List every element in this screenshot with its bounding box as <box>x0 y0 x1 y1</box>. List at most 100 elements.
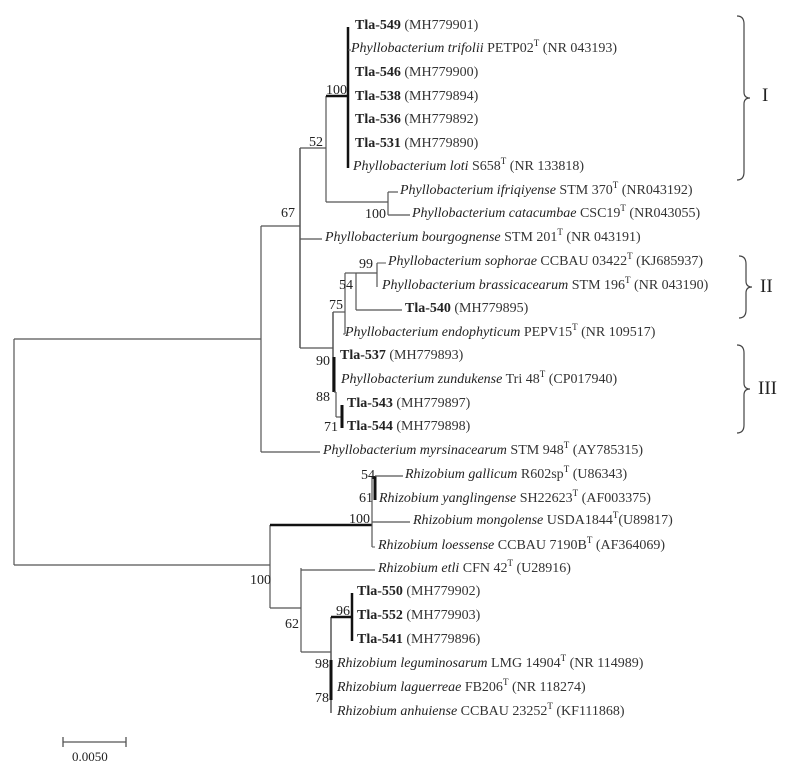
strain-accession: R602sp <box>517 467 564 482</box>
leaf-label: Tla-536 (MH779892) <box>355 112 478 128</box>
bootstrap-value: 100 <box>349 512 370 527</box>
leaf-label: Phyllobacterium ifriqiyense STM 370T (NR… <box>400 180 693 199</box>
bootstrap-value: 67 <box>281 206 295 221</box>
type-strain-mark: T <box>502 677 509 687</box>
bootstrap-value: 90 <box>316 354 330 369</box>
isolate-name: Tla-544 <box>347 419 393 434</box>
species-name: Phyllobacterium bourgognense <box>325 230 501 245</box>
scale-bar-label: 0.0050 <box>72 749 108 764</box>
type-strain-mark: T <box>563 440 570 450</box>
strain-accession: (MH779893) <box>385 348 464 363</box>
type-strain-mark: T <box>625 275 631 285</box>
bootstrap-value: 78 <box>315 691 329 706</box>
species-name: Rhizobium etli <box>378 561 460 576</box>
species-name: Rhizobium leguminosarum <box>337 656 488 671</box>
species-name: Rhizobium loessense <box>378 538 495 553</box>
type-strain-mark: T <box>547 701 553 711</box>
leaf-label: Tla-552 (MH779903) <box>357 608 480 624</box>
strain-accession: PEPV15 <box>520 325 573 340</box>
leaf-label: Phyllobacterium trifolii PETP02T (NR 043… <box>351 39 617 57</box>
strain-accession: (NR 118274) <box>508 680 586 695</box>
type-strain-mark: T <box>586 535 593 545</box>
leaf-label: Rhizobium gallicum R602spT (U86343) <box>405 464 627 483</box>
strain-accession: USDA1844 <box>543 513 613 528</box>
species-name: Phyllobacterium sophorae <box>388 254 537 269</box>
strain-accession: (CP017940) <box>545 372 618 387</box>
strain-accession: (AF003375) <box>578 491 651 506</box>
leaf-label: Rhizobium leguminosarum LMG 14904T (NR 1… <box>337 654 643 672</box>
type-strain-mark: T <box>500 156 507 166</box>
leaf-label: Rhizobium loessense CCBAU 7190BT (AF3640… <box>378 535 666 554</box>
species-name: Phyllobacterium catacumbae <box>412 206 577 221</box>
isolate-name: Tla-549 <box>355 18 401 33</box>
strain-accession: (MH779894) <box>400 89 479 104</box>
bootstrap-value: 75 <box>329 298 343 313</box>
type-strain-mark: T <box>627 251 633 261</box>
leaf-label: Tla-531 (MH779890) <box>355 136 478 152</box>
strain-accession: (NR 133818) <box>506 159 585 174</box>
strain-accession: CSC19 <box>576 206 621 221</box>
leaf-label: Rhizobium mongolense USDA1844T(U89817) <box>413 510 673 529</box>
strain-accession: (NR 043191) <box>562 230 641 245</box>
strain-accession: (MH779898) <box>392 419 471 434</box>
leaf-label: Phyllobacterium brassicacearum STM 196T … <box>382 275 709 294</box>
leaf-label: Tla-541 (MH779896) <box>357 632 480 648</box>
isolate-name: Tla-540 <box>405 301 451 316</box>
leaf-label: Rhizobium yanglingense SH22623T (AF00337… <box>379 489 651 507</box>
strain-accession: SH22623 <box>516 491 573 506</box>
bootstrap-value: 98 <box>315 657 329 672</box>
strain-accession: (U28916) <box>513 561 571 576</box>
leaf-label: Tla-543 (MH779897) <box>347 396 470 412</box>
leaf-label: Phyllobacterium sophorae CCBAU 03422T (K… <box>388 251 704 270</box>
type-strain-mark: T <box>507 558 514 568</box>
strain-accession: (AF364069) <box>592 538 666 553</box>
species-name: Rhizobium gallicum <box>405 467 518 482</box>
clade-label-ii: II <box>760 276 773 297</box>
leaf-label: Phyllobacterium endophyticum PEPV15T (NR… <box>345 322 656 341</box>
strain-accession: CCBAU 23252 <box>457 704 548 719</box>
species-name: Phyllobacterium ifriqiyense <box>400 183 556 198</box>
leaf-label: Phyllobacterium catacumbae CSC19T (NR043… <box>412 203 701 222</box>
strain-accession: (MH779896) <box>402 632 481 647</box>
isolate-name: Tla-543 <box>347 396 393 411</box>
isolate-name: Tla-531 <box>355 136 401 151</box>
bootstrap-value: 100 <box>250 573 271 588</box>
clade-bracket-ii <box>738 255 753 319</box>
isolate-name: Tla-546 <box>355 65 401 80</box>
clade-label-i: I <box>762 85 769 106</box>
isolate-name: Tla-537 <box>340 348 386 363</box>
type-strain-mark: T <box>612 180 619 190</box>
leaf-label: Phyllobacterium bourgognense STM 201T (N… <box>325 228 641 246</box>
species-name: Rhizobium mongolense <box>413 513 544 528</box>
species-name: Phyllobacterium loti <box>353 159 469 174</box>
strain-accession: STM 370 <box>555 183 613 198</box>
bootstrap-value: 71 <box>324 420 338 435</box>
type-strain-mark: T <box>612 510 619 520</box>
strain-accession: Tri 48 <box>502 372 540 387</box>
strain-accession: (NR043055) <box>625 206 701 221</box>
leaf-label: Phyllobacterium myrsinacearum STM 948T (… <box>323 440 643 459</box>
isolate-name: Tla-552 <box>357 608 403 623</box>
leaf-label: Tla-538 (MH779894) <box>355 89 478 105</box>
strain-accession: FB206 <box>461 680 503 695</box>
strain-accession: STM 196 <box>568 278 626 293</box>
species-name: Phyllobacterium zundukense <box>341 372 503 387</box>
strain-accession: (MH779903) <box>402 608 481 623</box>
isolate-name: Tla-538 <box>355 89 401 104</box>
type-strain-mark: T <box>572 322 578 332</box>
bootstrap-value: 96 <box>336 604 350 619</box>
type-strain-mark: T <box>620 203 626 213</box>
leaf-label: Phyllobacterium loti S658T (NR 133818) <box>353 156 585 175</box>
leaf-label: Tla-540 (MH779895) <box>405 301 528 317</box>
strain-accession: (NR 109517) <box>577 325 656 340</box>
type-strain-mark: T <box>563 464 570 474</box>
bootstrap-value: 62 <box>285 617 299 632</box>
leaf-label: Rhizobium laguerreae FB206T (NR 118274) <box>337 677 586 696</box>
species-name: Phyllobacterium endophyticum <box>345 325 521 340</box>
strain-accession: (KF111868) <box>552 704 625 719</box>
strain-accession: (KJ685937) <box>632 254 704 269</box>
strain-accession: (NR 043190) <box>630 278 709 293</box>
strain-accession: (MH779895) <box>450 301 529 316</box>
strain-accession: S658 <box>468 159 501 174</box>
